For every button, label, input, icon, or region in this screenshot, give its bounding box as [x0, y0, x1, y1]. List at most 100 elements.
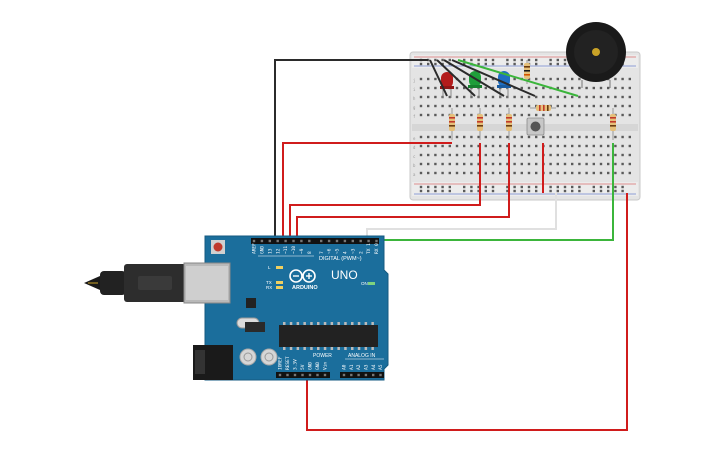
breadboard-hole[interactable]	[527, 144, 531, 148]
breadboard-hole[interactable]	[463, 171, 466, 175]
breadboard-hole[interactable]	[578, 77, 581, 81]
breadboard-hole[interactable]	[556, 95, 559, 99]
breadboard-hole[interactable]	[448, 144, 451, 148]
breadboard-hole[interactable]	[628, 144, 631, 148]
rail-hole[interactable]	[491, 62, 495, 66]
breadboard-hole[interactable]	[599, 162, 603, 166]
breadboard-hole[interactable]	[513, 77, 516, 81]
breadboard-hole[interactable]	[455, 104, 459, 108]
digital-pin-hole[interactable]	[276, 239, 279, 243]
rail-hole[interactable]	[491, 58, 495, 62]
breadboard-hole[interactable]	[448, 162, 451, 166]
breadboard-hole[interactable]	[599, 104, 603, 108]
breadboard-hole[interactable]	[434, 171, 437, 175]
breadboard-hole[interactable]	[463, 162, 466, 166]
rail-hole[interactable]	[419, 185, 423, 189]
wire-black-gnd[interactable]	[274, 59, 428, 238]
breadboard-hole[interactable]	[434, 162, 437, 166]
breadboard-hole[interactable]	[607, 95, 610, 99]
digital-pin-hole[interactable]	[343, 239, 347, 243]
digital-pin-hole[interactable]	[292, 239, 295, 243]
breadboard-hole[interactable]	[499, 104, 502, 108]
breadboard-hole[interactable]	[535, 77, 538, 81]
breadboard-hole[interactable]	[419, 162, 423, 166]
breadboard-hole[interactable]	[470, 162, 473, 166]
breadboard-hole[interactable]	[434, 95, 437, 99]
rail-hole[interactable]	[506, 58, 509, 62]
breadboard-hole[interactable]	[484, 153, 487, 157]
breadboard-hole[interactable]	[607, 153, 610, 157]
breadboard-hole[interactable]	[556, 153, 559, 157]
breadboard-hole[interactable]	[592, 171, 595, 175]
wire-red-5v[interactable]	[306, 193, 628, 431]
digital-pin-hole[interactable]	[320, 239, 323, 243]
breadboard-hole[interactable]	[571, 153, 574, 157]
breadboard-hole[interactable]	[556, 144, 559, 148]
breadboard-hole[interactable]	[463, 113, 466, 117]
breadboard-hole[interactable]	[571, 104, 574, 108]
power-pin-hole[interactable]	[316, 373, 319, 377]
breadboard-hole[interactable]	[499, 171, 502, 175]
breadboard-hole[interactable]	[556, 135, 559, 139]
breadboard-hole[interactable]	[427, 86, 430, 90]
breadboard-hole[interactable]	[535, 113, 538, 117]
breadboard-hole[interactable]	[535, 153, 538, 157]
resistor-3[interactable]	[506, 108, 512, 140]
breadboard-hole[interactable]	[578, 144, 581, 148]
rail-hole[interactable]	[599, 185, 603, 189]
breadboard-hole[interactable]	[470, 104, 473, 108]
rail-hole[interactable]	[477, 189, 480, 193]
rail-hole[interactable]	[506, 185, 509, 189]
breadboard-hole[interactable]	[592, 86, 595, 90]
breadboard-hole[interactable]	[434, 77, 437, 81]
rail-hole[interactable]	[477, 58, 480, 62]
rail-hole[interactable]	[527, 58, 531, 62]
piezo-buzzer[interactable]	[566, 22, 626, 88]
resistor-1[interactable]	[449, 108, 455, 140]
breadboard-hole[interactable]	[599, 171, 603, 175]
rail-hole[interactable]	[535, 62, 538, 66]
breadboard-hole[interactable]	[484, 77, 487, 81]
wire-black-red-led[interactable]	[429, 59, 448, 97]
breadboard-hole[interactable]	[484, 171, 487, 175]
analog-header[interactable]	[340, 372, 384, 378]
rail-hole[interactable]	[607, 185, 610, 189]
breadboard-hole[interactable]	[614, 104, 617, 108]
rail-hole[interactable]	[535, 189, 538, 193]
breadboard-hole[interactable]	[434, 135, 437, 139]
breadboard-hole[interactable]	[441, 104, 444, 108]
breadboard-hole[interactable]	[477, 153, 480, 157]
digital-pin-hole[interactable]	[327, 239, 331, 243]
breadboard-hole[interactable]	[484, 95, 487, 99]
breadboard-hole[interactable]	[563, 104, 567, 108]
rail-hole[interactable]	[607, 189, 610, 193]
rail-hole[interactable]	[506, 62, 509, 66]
breadboard-hole[interactable]	[527, 95, 531, 99]
breadboard-hole[interactable]	[549, 135, 552, 139]
breadboard-hole[interactable]	[513, 153, 516, 157]
breadboard-hole[interactable]	[513, 113, 516, 117]
breadboard-hole[interactable]	[628, 77, 631, 81]
breadboard-hole[interactable]	[607, 144, 610, 148]
rail-hole[interactable]	[427, 185, 430, 189]
digital-pin-hole[interactable]	[260, 239, 264, 243]
breadboard-hole[interactable]	[491, 144, 495, 148]
analog-pin-hole[interactable]	[342, 373, 346, 377]
rail-hole[interactable]	[513, 62, 516, 66]
breadboard-hole[interactable]	[527, 104, 531, 108]
digital-pin-hole[interactable]	[300, 239, 303, 243]
breadboard-hole[interactable]	[506, 135, 509, 139]
breadboard-hole[interactable]	[441, 144, 444, 148]
breadboard-hole[interactable]	[585, 153, 588, 157]
breadboard-hole[interactable]	[571, 86, 574, 90]
breadboard-hole[interactable]	[455, 95, 459, 99]
breadboard-hole[interactable]	[556, 171, 559, 175]
rail-hole[interactable]	[599, 189, 603, 193]
rail-hole[interactable]	[484, 62, 487, 66]
digital-pin-hole[interactable]	[268, 239, 271, 243]
breadboard-hole[interactable]	[448, 153, 451, 157]
rail-hole[interactable]	[463, 62, 466, 66]
breadboard-hole[interactable]	[578, 113, 581, 117]
breadboard-hole[interactable]	[499, 113, 502, 117]
